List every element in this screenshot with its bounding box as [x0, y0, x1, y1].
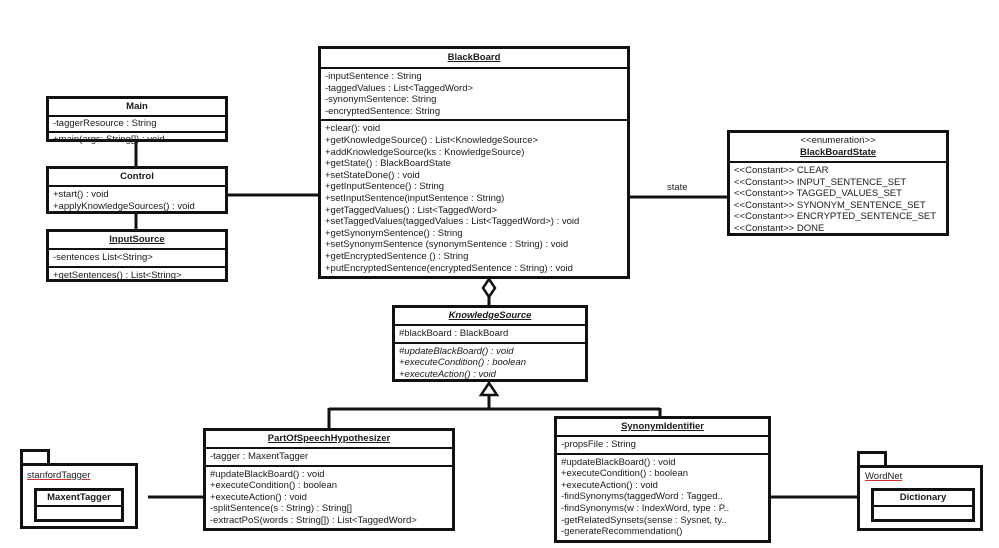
method: -findSynonyms(taggedWord : Tagged.. [561, 491, 723, 503]
class-main[interactable]: Main -taggerResource : String +main(args… [46, 96, 228, 145]
method: +executeCondition() : boolean [210, 480, 338, 492]
method: +main(args: String[]) : void [53, 133, 165, 145]
method: +executeCondition() : boolean [561, 468, 689, 480]
association-label-state: state [667, 182, 688, 193]
method: +executeAction() : void [561, 479, 658, 491]
attribute: -encryptedSentence: String [325, 105, 441, 117]
constant: <<Constant>> SYNONYM_SENTENCE_SET [734, 199, 926, 211]
method: +getSynonymSentence() : String [325, 227, 463, 239]
class-maxenttagger[interactable]: MaxentTagger [34, 488, 124, 522]
attribute: -taggedValues : List<TaggedWord> [325, 82, 474, 94]
constants: <<Constant>> CLEAR <<Constant>> INPUT_SE… [730, 163, 946, 237]
method: +setSynonymSentence (synonymSentence : S… [325, 239, 569, 251]
constant: <<Constant>> TAGGED_VALUES_SET [734, 188, 902, 200]
method: +applyKnowledgeSources() : void [53, 200, 195, 212]
method: +getInputSentence() : String [325, 181, 445, 193]
method: #updateBlackBoard() : void [210, 468, 325, 480]
class-name: Control [49, 169, 225, 187]
package-stanfordtagger[interactable]: stanfordTagger MaxentTagger [20, 463, 138, 529]
method: -findSynonyms(w : IndexWord, type : P.. [561, 502, 730, 514]
method: -getRelatedSynsets(sense : Sysnet, ty.. [561, 514, 727, 526]
method: +getState() : BlackBoardState [325, 158, 451, 170]
constant: <<Constant>> CLEAR [734, 165, 829, 176]
attributes: -inputSentence : String -taggedValues : … [321, 69, 627, 122]
class-name: KnowledgeSource [448, 310, 532, 321]
attribute: -inputSentence : String [325, 71, 422, 82]
method: -generateRecommendation() [561, 526, 683, 538]
class-name: PartOfSpeechHypothesizer [267, 433, 391, 444]
class-inputsource[interactable]: InputSource -sentences List<String> +get… [46, 229, 228, 282]
class-name: MaxentTagger [37, 491, 121, 507]
method: -splitSentence(s : String) : String[] [210, 503, 353, 515]
class-partofspeechhypothesizer[interactable]: PartOfSpeechHypothesizer -tagger : Maxen… [203, 428, 455, 531]
method: +getKnowledgeSource() : List<KnowledgeSo… [325, 134, 539, 146]
class-name: BlackBoard [447, 52, 501, 63]
aggregation-diamond-icon [481, 276, 497, 300]
method: +putEncryptedSentence(encryptedSentence … [325, 262, 573, 274]
method: #updateBlackBoard() : void [399, 345, 514, 357]
class-name: SynonymIdentifier [621, 421, 704, 432]
attribute: -taggerResource : String [53, 118, 157, 129]
class-name: BlackBoardState [799, 147, 877, 158]
package-tab [20, 449, 50, 465]
class-name: InputSource [109, 234, 165, 245]
package-name: WordNet [865, 471, 903, 482]
class-blackboard[interactable]: BlackBoard -inputSentence : String -tagg… [318, 46, 630, 279]
method: +executeAction() : void [210, 491, 307, 503]
method: +getTaggedValues() : List<TaggedWord> [325, 204, 498, 216]
class-name: Main [49, 99, 225, 117]
method: +getEncryptedSentence () : String [325, 250, 469, 262]
method: #updateBlackBoard() : void [561, 456, 676, 468]
constant: <<Constant>> DONE [734, 222, 825, 234]
generalization-arrow-icon [478, 380, 500, 397]
stereotype: <<enumeration>> [800, 135, 876, 146]
package-tab [857, 451, 887, 467]
method: +setTaggedValues(taggedValues : List<Tag… [325, 216, 580, 228]
attribute: -tagger : MaxentTagger [210, 451, 309, 462]
class-dictionary[interactable]: Dictionary [871, 488, 975, 522]
attribute: -propsFile : String [561, 439, 636, 450]
attribute: #blackBoard : BlackBoard [399, 328, 509, 339]
method: -extractPoS(words : String[]) : List<Tag… [210, 514, 417, 526]
class-control[interactable]: Control +start() : void +applyKnowledgeS… [46, 166, 228, 214]
class-synonymidentifier[interactable]: SynonymIdentifier -propsFile : String #u… [554, 416, 771, 543]
package-wordnet[interactable]: WordNet Dictionary [857, 465, 983, 531]
method: +executeCondition() : boolean [399, 357, 527, 369]
class-blackboardstate[interactable]: <<enumeration>> BlackBoardState <<Consta… [727, 130, 949, 236]
method: +executeAction() : void [399, 368, 496, 380]
attribute: -synonymSentence: String [325, 94, 437, 106]
package-name: stanfordTagger [27, 470, 91, 481]
method: +getSentences() : List<String> [53, 269, 182, 281]
method: +start() : void [53, 189, 109, 200]
methods: +clear(): void +getKnowledgeSource() : L… [321, 121, 627, 276]
constant: <<Constant>> INPUT_SENTENCE_SET [734, 176, 907, 188]
attribute: -sentences List<String> [53, 252, 153, 263]
constant: <<Constant>> ENCRYPTED_SENTENCE_SET [734, 211, 937, 223]
method: +setStateDone() : void [325, 169, 420, 181]
class-name: Dictionary [874, 491, 972, 507]
method: +setInputSentence(inputSentence : String… [325, 192, 505, 204]
class-knowledgesource[interactable]: KnowledgeSource #blackBoard : BlackBoard… [392, 305, 588, 382]
method: +clear(): void [325, 123, 381, 135]
method: +addKnowledgeSource(ks : KnowledgeSource… [325, 146, 525, 158]
